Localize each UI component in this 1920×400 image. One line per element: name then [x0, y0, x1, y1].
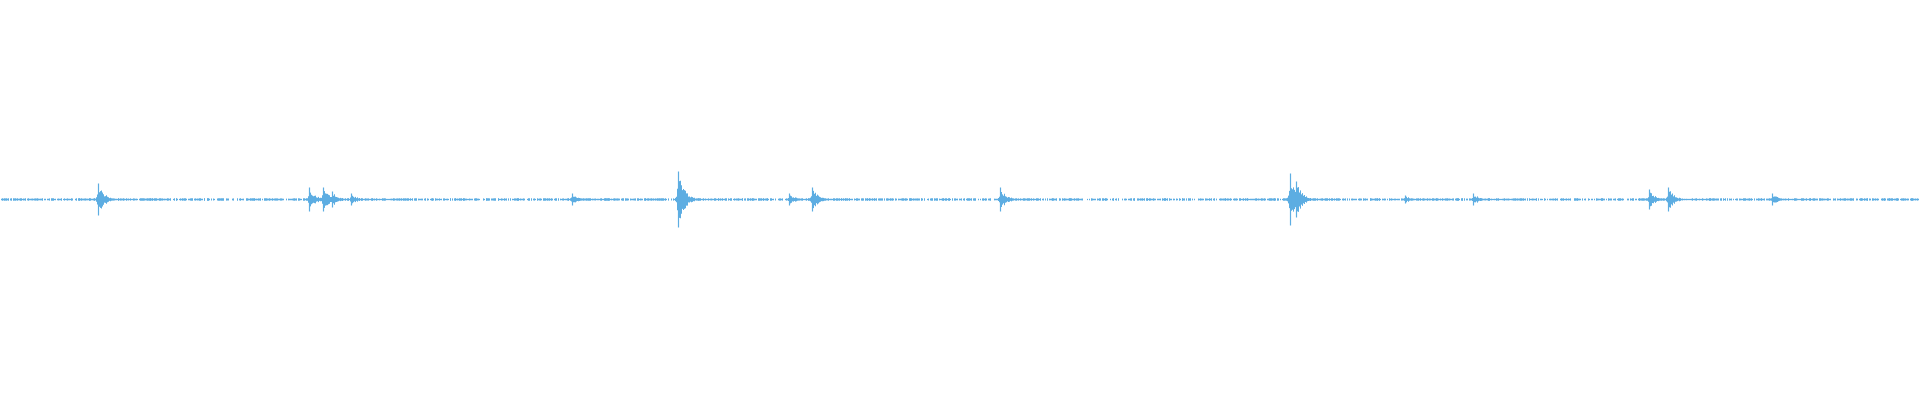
waveform-trace	[1, 177, 1919, 222]
waveform-marks	[1, 171, 1919, 228]
